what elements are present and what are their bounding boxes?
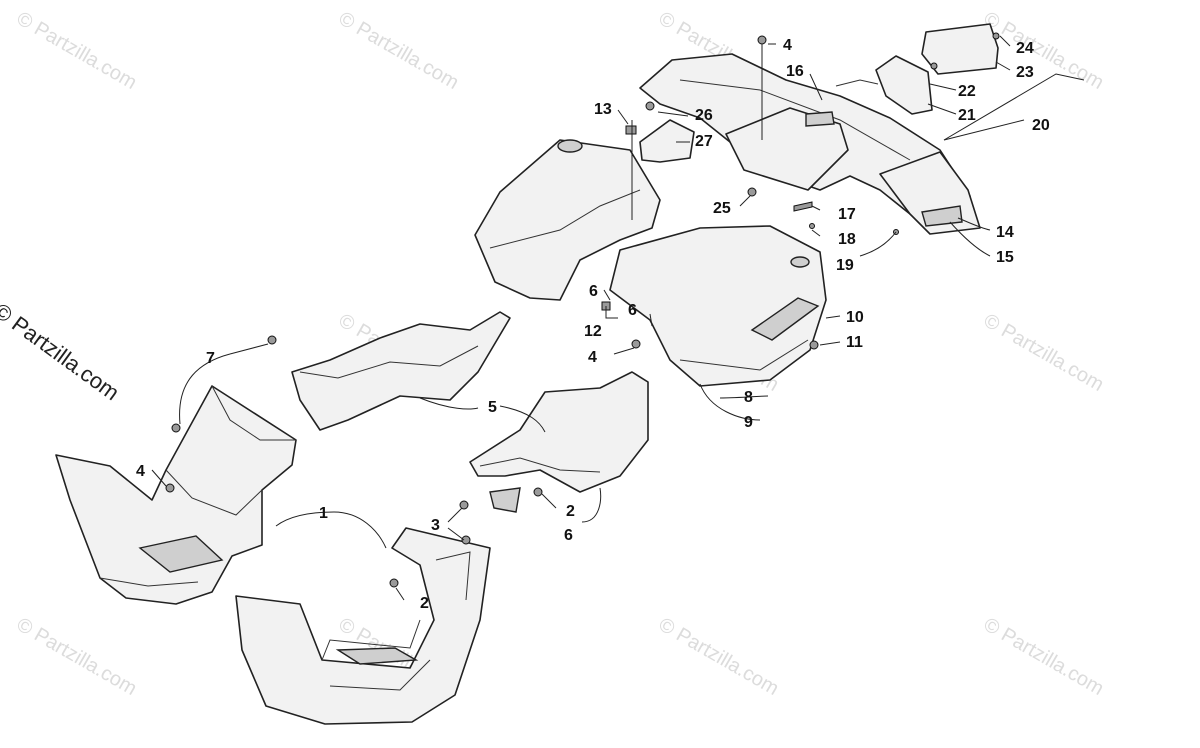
callout-13: 13: [594, 101, 612, 118]
callout-8: 8: [744, 389, 753, 406]
part-1-footwell-right[interactable]: [235, 527, 491, 725]
callout-17: 17: [838, 206, 856, 223]
callout-22: 22: [958, 83, 976, 100]
callout-2: 2: [420, 595, 429, 612]
callout-1: 1: [319, 505, 328, 522]
part-10-decal[interactable]: [750, 297, 820, 341]
callout-11: 11: [846, 334, 863, 351]
callout-4: 4: [588, 349, 597, 366]
part-1-footwell-left[interactable]: [55, 385, 297, 605]
callout-15: 15: [996, 249, 1014, 266]
callout-2: 2: [566, 503, 575, 520]
callout-23: 23: [1016, 64, 1034, 81]
callout-6: 6: [564, 527, 573, 544]
leader-lines: [151, 35, 1085, 601]
callout-9: 9: [744, 414, 753, 431]
callout-19: 19: [836, 257, 854, 274]
part-27-bracket[interactable]: [639, 119, 695, 163]
callout-25: 25: [713, 200, 731, 217]
callout-27: 27: [695, 133, 713, 150]
callout-24: 24: [1016, 40, 1034, 57]
callout-12: 12: [584, 323, 602, 340]
callout-4: 4: [783, 37, 792, 54]
part-23-light-lens[interactable]: [921, 23, 999, 75]
callout-7: 7: [206, 350, 215, 367]
callout-16: 16: [786, 63, 804, 80]
part-8-rear-fender-body[interactable]: [609, 225, 827, 387]
callout-4: 4: [136, 463, 145, 480]
callout-6: 6: [628, 302, 637, 319]
callout-14: 14: [996, 224, 1014, 241]
callout-10: 10: [846, 309, 864, 326]
callout-3: 3: [431, 517, 440, 534]
callout-26: 26: [695, 107, 713, 124]
part-5-inner-panel[interactable]: [291, 311, 511, 431]
callout-21: 21: [958, 107, 976, 124]
callout-20: 20: [1032, 117, 1050, 134]
hardware: [165, 32, 1000, 588]
callout-18: 18: [838, 231, 856, 248]
callout-labels: 1 2 2 3 4 4 4 5 6 6 6 7 8 9 10 11 12 13 …: [136, 37, 1050, 612]
callout-5: 5: [488, 399, 497, 416]
part-14-rear-side-panel[interactable]: [879, 151, 981, 235]
part-5-inner-panel-front[interactable]: [469, 371, 649, 513]
front-fender[interactable]: [474, 139, 661, 301]
callout-6: 6: [589, 283, 598, 300]
part-21-tail-light[interactable]: [835, 55, 933, 115]
